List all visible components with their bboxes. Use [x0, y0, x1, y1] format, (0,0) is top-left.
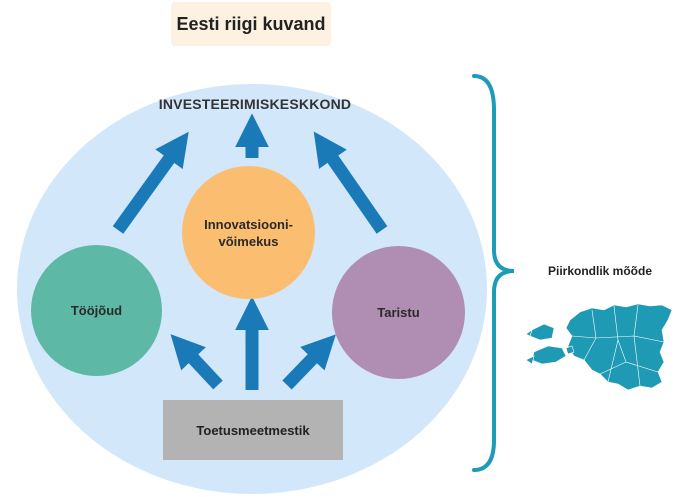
innovation-label: Innovatsiooni- võimekus [204, 216, 293, 249]
infrastructure-node: Taristu [332, 246, 465, 379]
arrow-infrastructure-to-environment [313, 131, 388, 234]
diagram-title: Eesti riigi kuvand [171, 2, 331, 46]
estonia-map-icon [525, 303, 673, 391]
investment-environment-label: INVESTEERIMISKESKKOND [158, 96, 352, 112]
arrow-support-to-labour [170, 334, 223, 390]
support-measures-box: Toetusmeetmestik [163, 400, 343, 460]
innovation-node: Innovatsiooni- võimekus [182, 166, 315, 299]
labour-node: Tööjõud [31, 245, 162, 376]
curly-brace [472, 74, 515, 472]
support-measures-label: Toetusmeetmestik [196, 422, 310, 438]
infrastructure-label: Taristu [377, 305, 420, 320]
arrow-support-to-infrastructure [282, 334, 336, 390]
arrow-labour-to-environment [112, 131, 189, 234]
labour-label: Tööjõud [70, 303, 123, 318]
regional-dimension-label: Piirkondlik mõõde [548, 264, 653, 278]
